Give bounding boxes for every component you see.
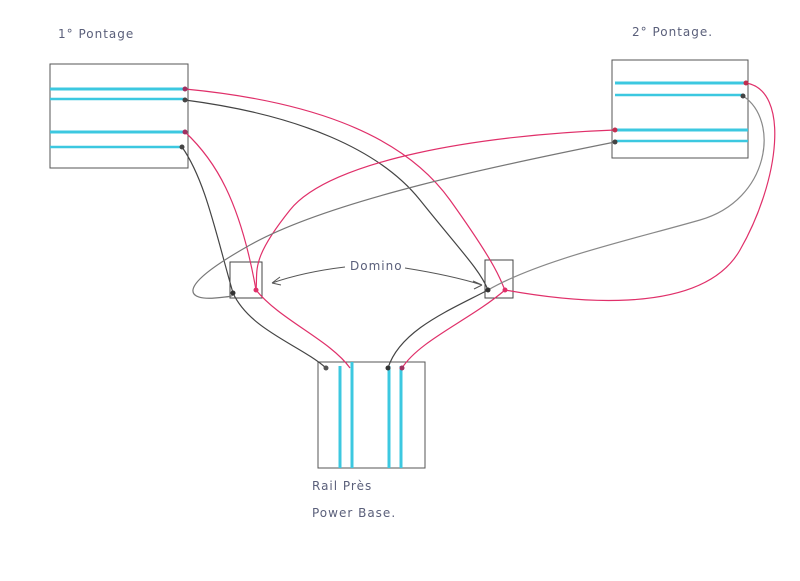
domino-label: Domino (350, 259, 403, 273)
arrow-to-left-domino (271, 266, 346, 286)
red-wire-b2-to-right-domino (504, 82, 776, 302)
red-wire-b1-to-left-domino (184, 131, 257, 291)
red-wire-b2-to-left-domino (255, 129, 616, 291)
power-base-label-line1: Rail Près (312, 479, 372, 493)
black-wire-left-domino-to-base (232, 292, 327, 369)
arrow-to-right-domino (404, 267, 483, 290)
bridge-2-box (611, 59, 749, 159)
wires (181, 82, 776, 369)
bridge-1-label: 1° Pontage (58, 27, 134, 41)
domino-right (484, 259, 514, 299)
black-wire-b2-to-right-domino (487, 95, 765, 291)
domino-left (229, 261, 263, 299)
power-base-box (317, 361, 426, 469)
bridge-1-box (49, 63, 189, 169)
terminals (179, 80, 749, 371)
red-wire-right-domino-to-base (401, 289, 506, 369)
black-wire-right-domino-to-base (387, 289, 489, 369)
black-wire-b1-to-right-domino (184, 99, 489, 291)
domino-arrows (271, 266, 483, 290)
power-base-label-line2: Power Base. (312, 506, 396, 520)
black-wire-b1-to-left-domino (181, 146, 234, 294)
bridge-2-label: 2° Pontage. (632, 25, 713, 39)
black-wire-b2-to-left-domino (192, 141, 616, 299)
red-wire-b1-to-right-domino (184, 88, 506, 291)
red-wire-left-domino-to-base (255, 289, 351, 369)
